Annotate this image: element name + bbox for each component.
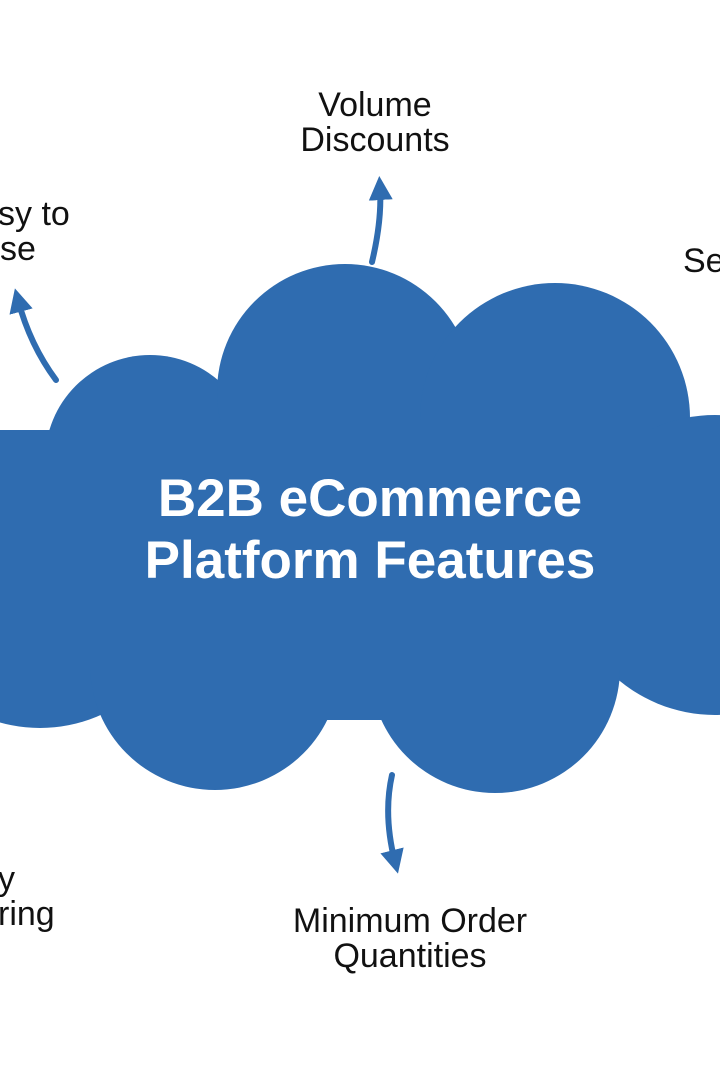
feature-label-line1: sy to (0, 195, 70, 233)
central-node-title-line1: B2B eCommerce (157, 469, 583, 528)
feature-label-self-service: Se (683, 244, 720, 279)
feature-label-line1: y (0, 860, 15, 898)
central-node-title: B2B eCommerce Platform Features (60, 468, 680, 592)
feature-label-minimum-order-quantities: Minimum Order Quantities (260, 904, 560, 974)
feature-label-line2: Quantities (333, 937, 487, 975)
feature-label-line1: Minimum Order (292, 902, 528, 940)
feature-label-line1: Se (683, 242, 720, 280)
arrow-to-easy-to-use (9, 288, 59, 383)
feature-label-ordering: y ring (0, 862, 55, 932)
feature-label-line2: Discounts (300, 121, 450, 159)
arrow-to-minimum-order-quantities (380, 772, 404, 874)
central-node-title-line2: Platform Features (144, 531, 596, 590)
central-cloud (0, 264, 720, 793)
feature-label-line2: ring (0, 895, 55, 933)
feature-label-volume-discounts: Volume Discounts (270, 88, 480, 158)
feature-label-line1: Volume (318, 86, 432, 124)
feature-label-easy-to-use: sy to se (0, 197, 70, 267)
arrow-to-volume-discounts (368, 176, 393, 265)
feature-label-line2: se (0, 230, 36, 268)
